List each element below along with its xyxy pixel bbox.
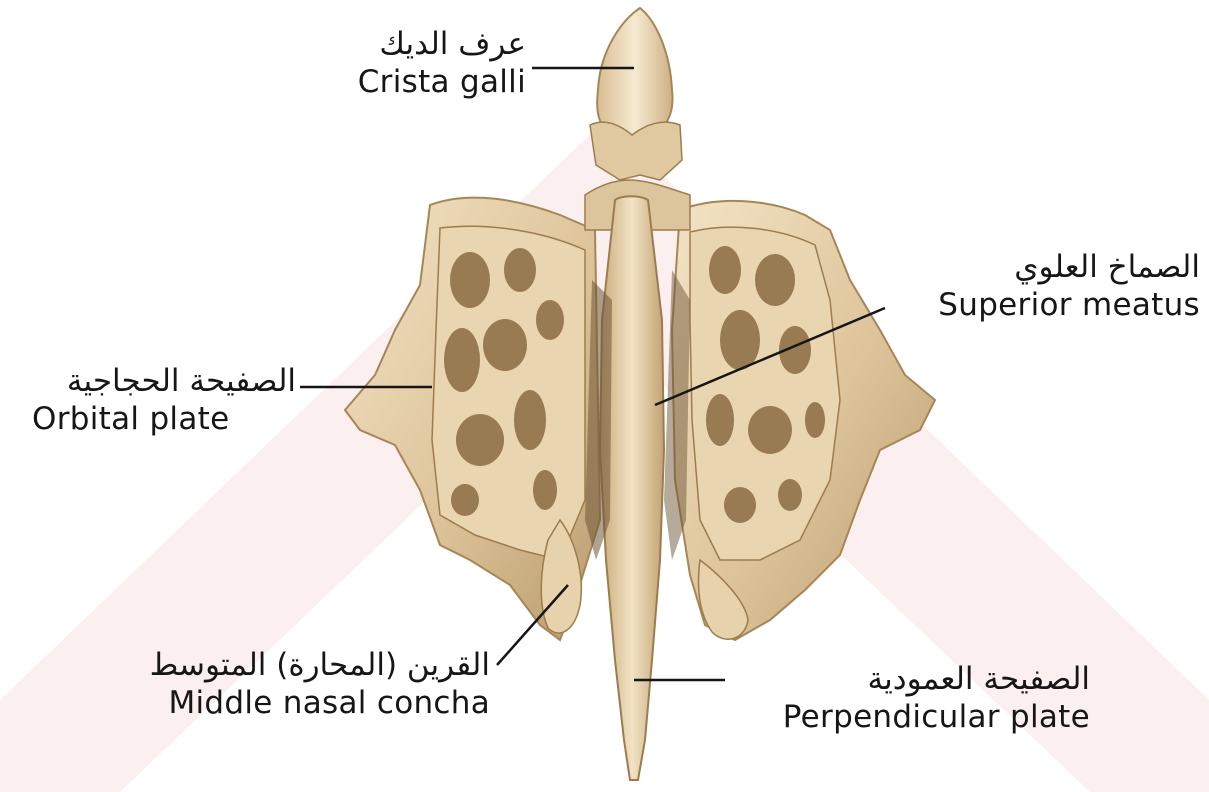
crista-galli-english: Crista galli: [318, 63, 526, 101]
orbital-plate-english: Orbital plate: [6, 400, 296, 438]
perpendicular-plate-arabic: الصفيحة العمودية: [720, 660, 1090, 698]
middle-nasal-concha-arabic: القرين (المحارة) المتوسط: [80, 646, 490, 684]
middle-nasal-concha-english: Middle nasal concha: [80, 684, 490, 722]
orbital-plate-arabic: الصفيحة الحجاجية: [6, 362, 296, 400]
crista-galli-arabic: عرف الديك: [318, 25, 526, 63]
perpendicular-plate-english: Perpendicular plate: [720, 698, 1090, 736]
label-orbital-plate: الصفيحة الحجاجية Orbital plate: [6, 362, 296, 438]
superior-meatus-english: Superior meatus: [880, 286, 1200, 324]
label-middle-nasal-concha: القرين (المحارة) المتوسط Middle nasal co…: [80, 646, 490, 722]
crista-galli-shape: [597, 8, 672, 135]
superior-meatus-arabic: الصماخ العلوي: [880, 248, 1200, 286]
label-perpendicular-plate: الصفيحة العمودية Perpendicular plate: [720, 660, 1090, 736]
label-superior-meatus: الصماخ العلوي Superior meatus: [880, 248, 1200, 324]
label-crista-galli: عرف الديك Crista galli: [318, 25, 526, 101]
